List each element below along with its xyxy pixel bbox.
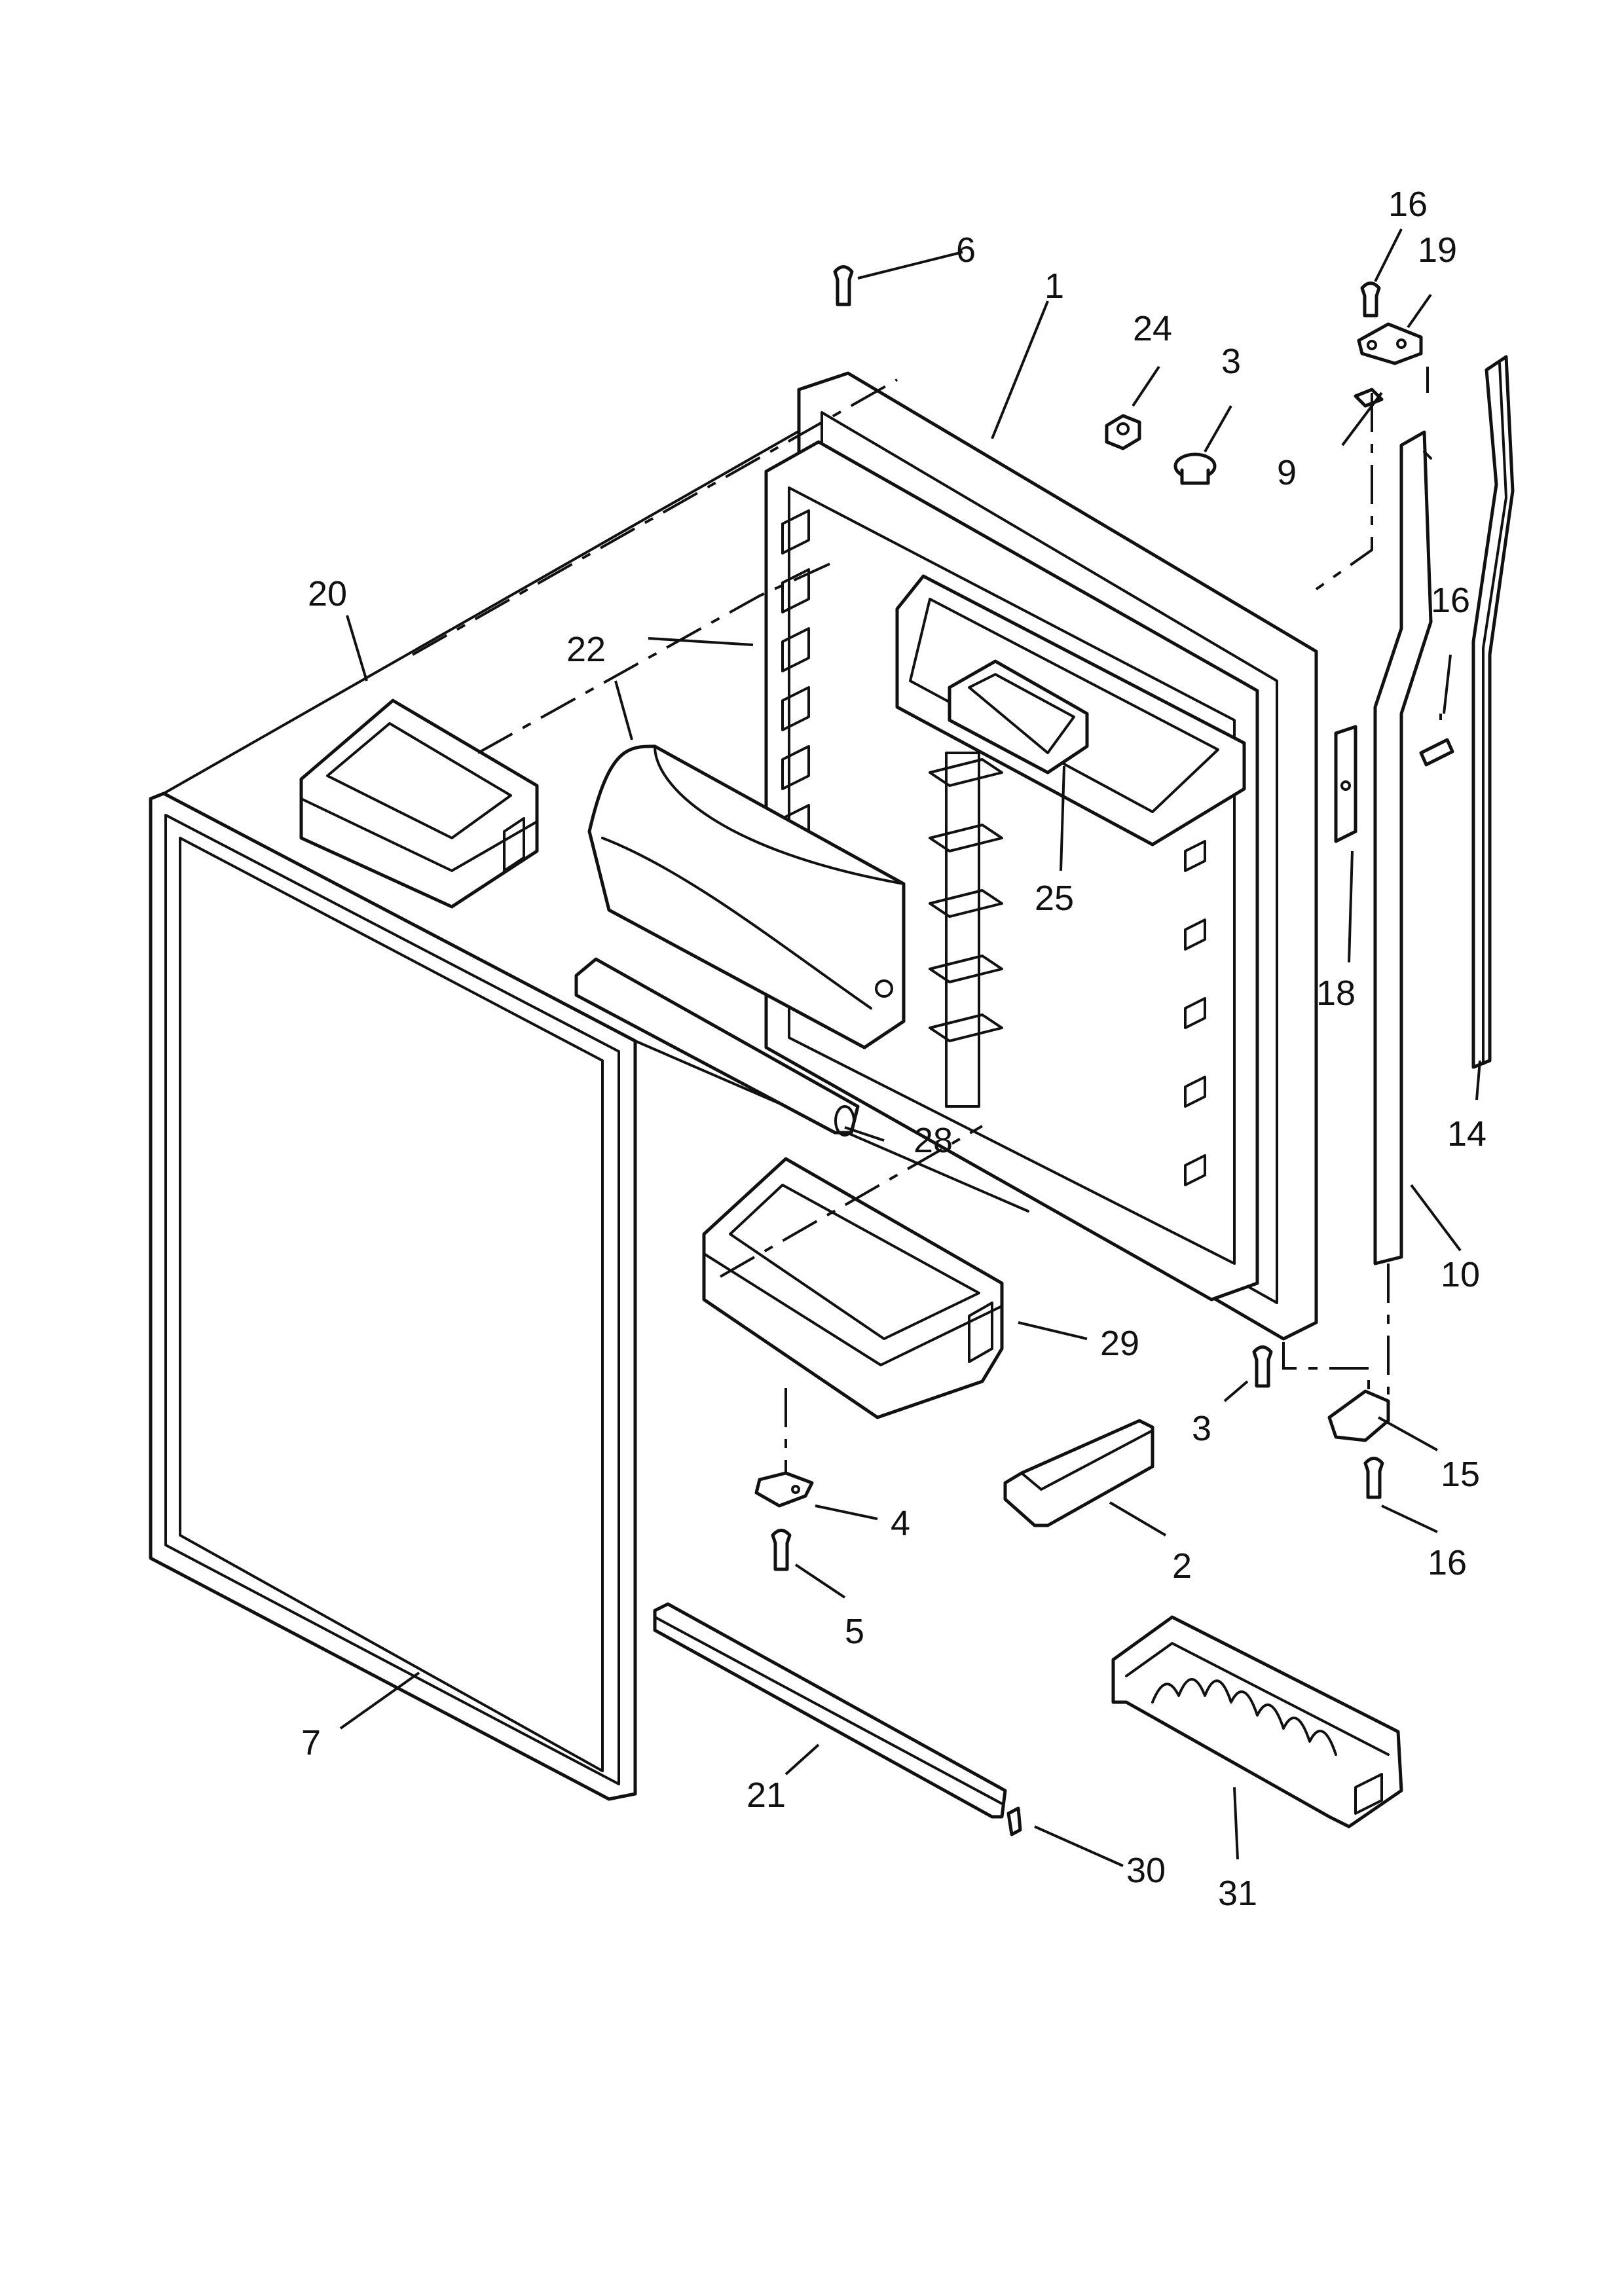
- callout-16-top: 16: [1388, 185, 1428, 224]
- callout-20: 20: [308, 574, 347, 613]
- bottom-trim-part-21: [653, 1602, 1007, 1819]
- callout-31: 31: [1218, 1874, 1257, 1913]
- screw-part-16-top: [1360, 282, 1381, 318]
- lower-hinge-part-4: [754, 1471, 814, 1508]
- egg-tray-part-31: [1111, 1615, 1403, 1829]
- screw-part-6: [833, 265, 854, 306]
- screw-part-3: [1252, 1345, 1273, 1388]
- callout-9: 9: [1277, 453, 1297, 492]
- handle-cap-part-2: [1003, 1419, 1154, 1527]
- callout-16-mid: 16: [1431, 581, 1470, 620]
- spacer-plate-part-18: [1334, 725, 1357, 843]
- door-bin-part-29: [702, 1157, 1004, 1419]
- callout-4: 4: [891, 1504, 910, 1543]
- screw-part-16-mid: [1419, 738, 1454, 767]
- fastener-part-24: [1105, 414, 1141, 450]
- callout-8: 7: [301, 1723, 321, 1762]
- callout-labels: 6 1 24 3 16 19 9 20 22 16 25 18 28 14 10…: [301, 185, 1486, 1913]
- callout-15: 15: [1441, 1455, 1480, 1494]
- screw-part-5: [771, 1529, 792, 1571]
- callout-7: 3: [1221, 342, 1241, 381]
- bottom-hinge-part-15: [1327, 1389, 1390, 1442]
- callout-6: 6: [956, 230, 976, 270]
- callout-5: 5: [845, 1612, 864, 1651]
- door-gasket-part-8: [149, 792, 637, 1801]
- callout-24: 24: [1133, 309, 1172, 348]
- callout-leaders: [339, 228, 1481, 1867]
- door-bin-part-20: [299, 699, 539, 909]
- assembly-lines: [412, 367, 1442, 1473]
- callout-2: 2: [1172, 1546, 1192, 1586]
- callout-25: 25: [1035, 879, 1074, 918]
- end-cap-part-30: [1006, 1806, 1022, 1836]
- callout-18: 18: [1316, 974, 1356, 1013]
- door-cover-part-22: [587, 744, 906, 1049]
- callout-16-bottom: 16: [1428, 1543, 1467, 1582]
- callout-22: 22: [566, 630, 606, 669]
- screw-part-16-bottom: [1363, 1457, 1384, 1499]
- callout-1: 1: [1044, 266, 1064, 306]
- trim-strip-part-28: [574, 957, 860, 1137]
- callout-19: 19: [1418, 230, 1457, 270]
- callout-10: 10: [1441, 1255, 1480, 1294]
- handle-trim-part-14: [1471, 355, 1515, 1069]
- callout-14: 14: [1447, 1114, 1486, 1154]
- top-hinge-part-19: [1357, 322, 1423, 365]
- callout-3: 3: [1192, 1409, 1211, 1448]
- callout-30: 30: [1126, 1851, 1166, 1890]
- plug-part-7: [1173, 452, 1217, 485]
- callout-29: 29: [1100, 1324, 1139, 1363]
- callout-21: 21: [747, 1776, 786, 1815]
- dairy-bin-part-25: [948, 659, 1089, 774]
- callout-28: 28: [913, 1121, 953, 1160]
- handle-frame-part-10: [1373, 430, 1433, 1266]
